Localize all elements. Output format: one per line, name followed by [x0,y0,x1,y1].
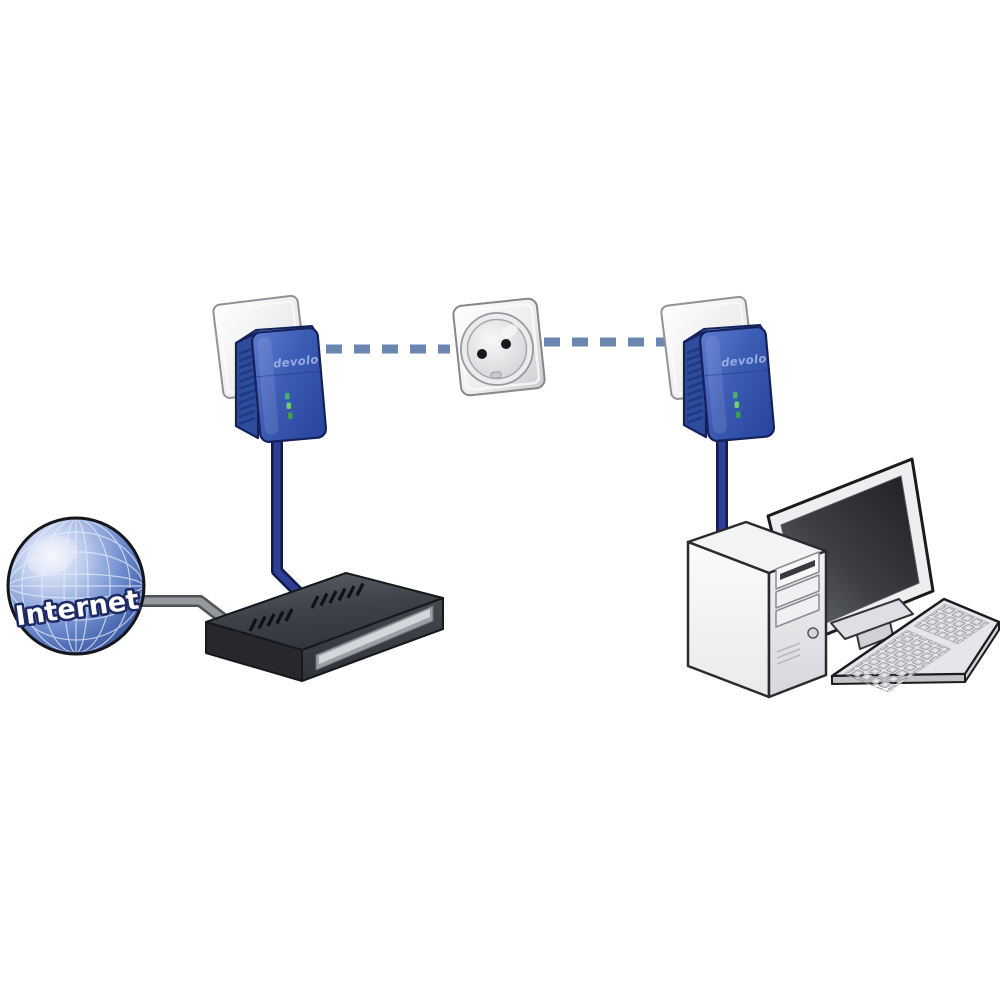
ethernet-cable-left [271,437,308,602]
drive-bay [775,574,820,609]
keyboard-main-keys [843,629,952,693]
internet-node: Internet [6,516,146,656]
globe-grid [10,520,142,652]
keyboard-numpad-keys [913,603,990,645]
router-node [205,572,444,682]
devolo-logo-right: devolo [720,351,767,370]
tower-vents [776,642,801,665]
optical-drive-slot [780,560,815,580]
drive-bay [775,593,820,628]
powerline-adapter-left [234,324,328,444]
computer-node [686,457,1000,699]
devolo-logo-left: devolo [272,352,319,371]
router-vents [248,582,365,632]
cable-core [273,437,306,600]
power-button [807,627,819,639]
monitor-stand-base [830,598,914,640]
wall-outlet-node [452,297,546,397]
globe-highlight [27,536,77,576]
tower-icon [686,520,828,699]
router-front-panel-inset [319,609,430,664]
outlet-highlight [501,324,519,338]
keyboard-icon [830,597,1000,693]
keyboard-edge [964,621,1000,683]
outlet-pin-hole [477,349,487,359]
powerline-adapter-right [682,323,776,443]
outlet-pin-hole [501,339,511,349]
outlet-notch [490,371,502,379]
